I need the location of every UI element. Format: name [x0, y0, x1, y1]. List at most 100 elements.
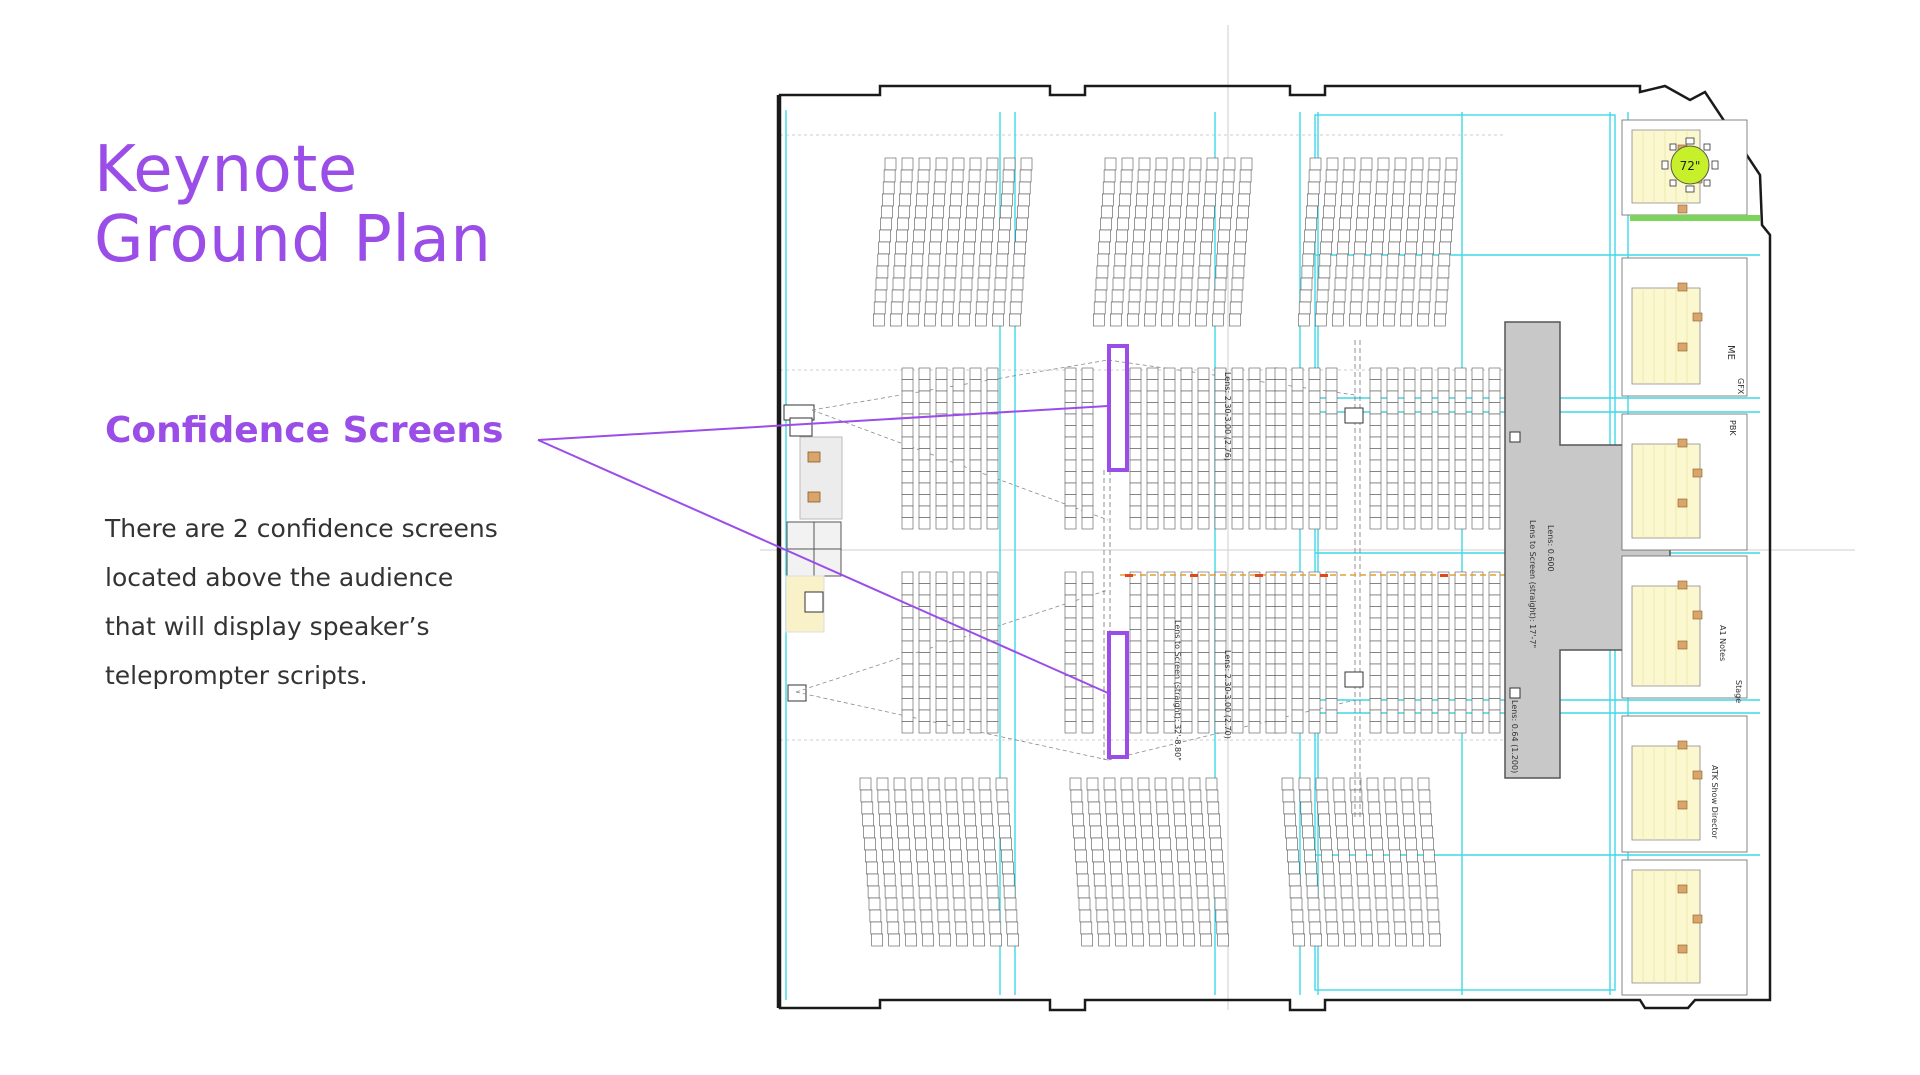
seat-column	[961, 777, 986, 947]
lens-label-4: Lens to Screen (straight): 17'-7"	[1528, 520, 1537, 648]
seat-column	[935, 367, 948, 530]
seat-column	[1400, 157, 1424, 327]
seat-column	[1274, 367, 1287, 530]
seat-column	[978, 777, 1003, 947]
seat-column	[957, 157, 982, 327]
seat-column	[901, 571, 914, 734]
seat-column	[1195, 157, 1219, 327]
seat-column	[1315, 157, 1339, 327]
seat-column	[1471, 571, 1484, 734]
seat-column	[1229, 157, 1253, 327]
seat-column	[944, 777, 969, 947]
booth-label-stage: Stage	[1734, 680, 1743, 703]
seat-column	[1315, 777, 1339, 947]
seat-column	[1205, 777, 1229, 947]
confidence-screens	[1107, 344, 1129, 759]
seat-column	[969, 571, 982, 734]
seat-column	[1188, 777, 1212, 947]
booth	[1621, 413, 1748, 551]
seat-column	[1488, 571, 1501, 734]
seat-column	[872, 157, 897, 327]
seat-column	[1008, 157, 1033, 327]
seat-column	[1265, 367, 1278, 530]
seat-column	[1129, 367, 1142, 530]
booth	[1621, 555, 1748, 699]
seat-column	[1366, 157, 1390, 327]
seat-column	[889, 157, 914, 327]
description-line-4: teleprompter scripts.	[105, 661, 368, 690]
production-booths	[1621, 119, 1748, 996]
seat-column	[986, 367, 999, 530]
booth-label-gfx: GFX	[1736, 378, 1745, 395]
truss-markers	[1125, 574, 1448, 577]
seat-column	[1420, 367, 1433, 530]
seat-column	[1454, 571, 1467, 734]
seat-column	[1110, 157, 1134, 327]
seat-column	[940, 157, 965, 327]
booth-label-pbk: PBK	[1728, 420, 1737, 436]
seat-column	[1265, 571, 1278, 734]
seat-column	[1383, 157, 1407, 327]
confidence-screen-1	[1107, 344, 1129, 472]
description-line-2: located above the audience	[105, 563, 454, 592]
seat-column	[952, 367, 965, 530]
seat-column	[927, 777, 952, 947]
seat-column	[1291, 367, 1304, 530]
lens-label-2: Lens to Screen (straight): 32'-8.80"	[1173, 620, 1182, 761]
seat-column	[1214, 571, 1227, 734]
seat-column	[1093, 157, 1117, 327]
seat-column	[901, 367, 914, 530]
seat-column	[918, 571, 931, 734]
booth-label-show-director: ATK Show Director	[1710, 765, 1719, 840]
table-size-label: 72"	[1680, 159, 1701, 173]
seat-column	[935, 571, 948, 734]
seat-column	[1454, 367, 1467, 530]
seat-column	[1248, 367, 1261, 530]
round-table: 72"	[1661, 137, 1719, 193]
seat-column	[923, 157, 948, 327]
seat-column	[1403, 367, 1416, 530]
seat-column	[1332, 777, 1356, 947]
seat-column	[1434, 157, 1458, 327]
description-line-1: There are 2 confidence screens	[105, 514, 498, 543]
seat-column	[910, 777, 935, 947]
title-line-1: Keynote	[94, 132, 358, 207]
seat-column	[1120, 777, 1144, 947]
seat-column	[1137, 777, 1161, 947]
seat-column	[906, 157, 931, 327]
seat-column	[1161, 157, 1185, 327]
seat-column	[1231, 367, 1244, 530]
seat-column	[1369, 367, 1382, 530]
seat-column	[991, 157, 1016, 327]
seat-column	[952, 571, 965, 734]
seat-column	[1417, 777, 1441, 947]
seat-column	[859, 777, 884, 947]
booth	[1621, 859, 1748, 996]
lens-label-1: Lens: 2.30-3.00 (2.76)	[1223, 372, 1232, 461]
description-line-3: that will display speaker’s	[105, 612, 430, 641]
seat-column	[1291, 571, 1304, 734]
seat-column	[1180, 571, 1193, 734]
seat-column	[1325, 367, 1338, 530]
seat-column	[1308, 571, 1321, 734]
seat-column	[1298, 157, 1322, 327]
seat-column	[1129, 571, 1142, 734]
seat-column	[893, 777, 918, 947]
seat-column	[974, 157, 999, 327]
seat-column	[1248, 571, 1261, 734]
callout-leader-lines	[537, 405, 1109, 694]
seat-column	[1064, 367, 1077, 530]
seat-column	[969, 367, 982, 530]
seat-column	[1231, 571, 1244, 734]
seat-column	[876, 777, 901, 947]
seat-column	[1214, 367, 1227, 530]
seat-column	[1325, 571, 1338, 734]
title-line-2: Ground Plan	[94, 202, 492, 277]
seat-column	[1127, 157, 1151, 327]
seat-column	[1103, 777, 1127, 947]
seat-column	[1488, 367, 1501, 530]
seat-column	[918, 367, 931, 530]
booth-label-me: ME	[1725, 345, 1736, 360]
booth	[1621, 257, 1748, 397]
